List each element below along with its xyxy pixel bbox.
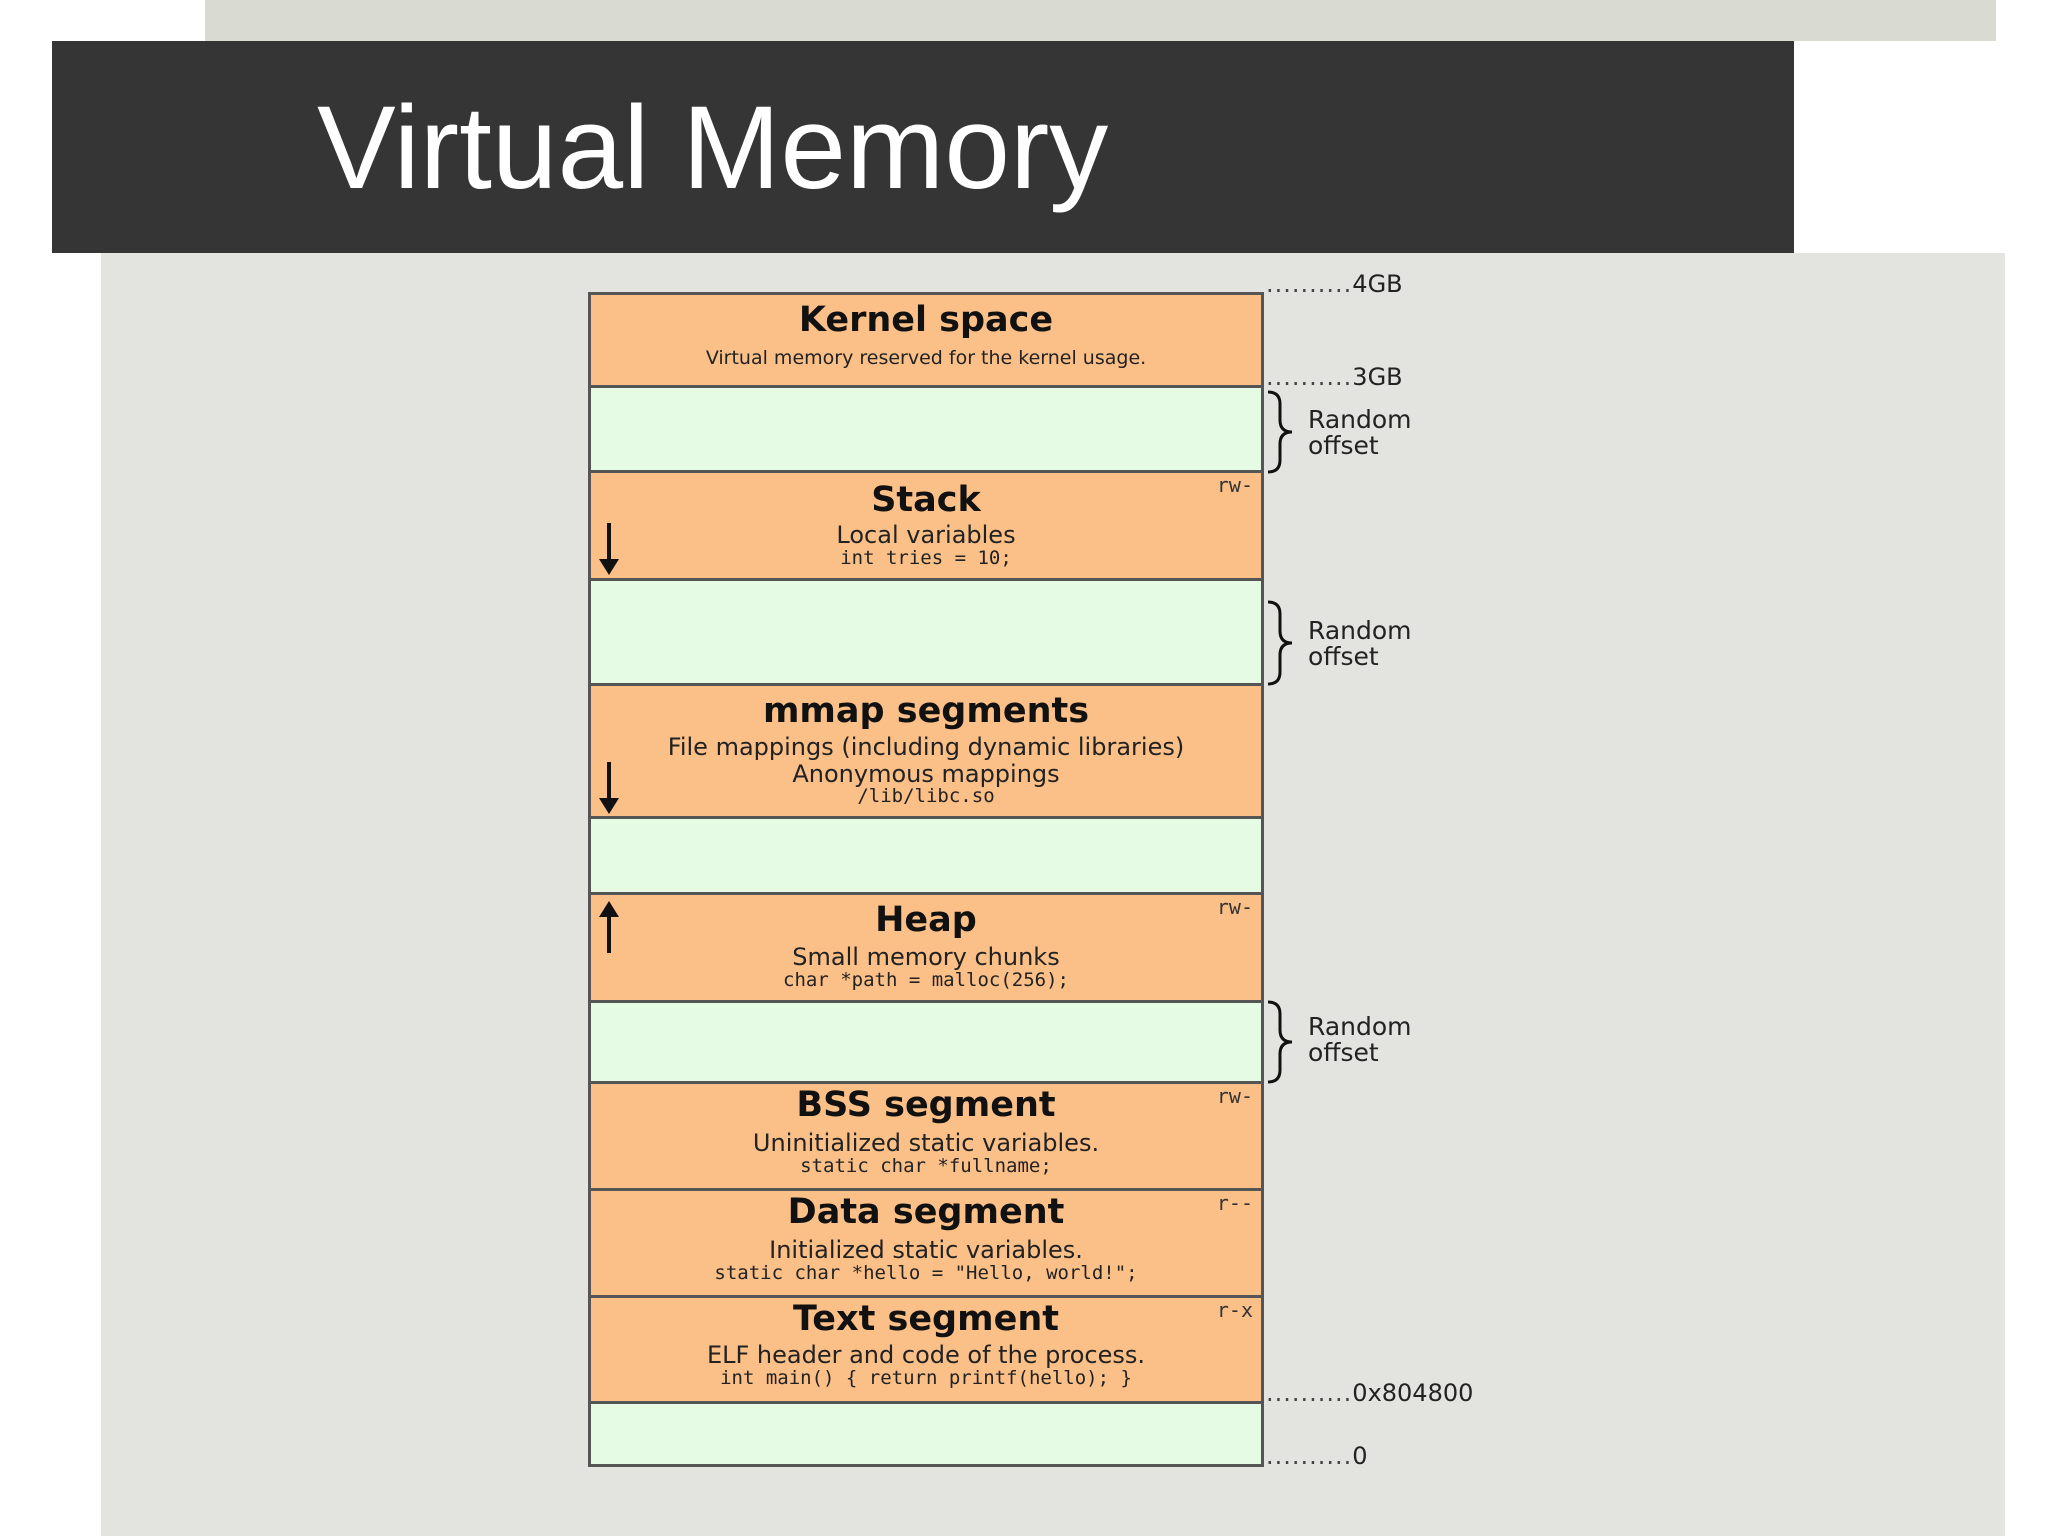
heap-title: Heap — [875, 900, 977, 940]
text-description: ELF header and code of the process. — [706, 1341, 1146, 1369]
data-code: static char *hello = "Hello, world!"; — [714, 1262, 1138, 1284]
random-offset-label-line2: offset — [1308, 1038, 1379, 1067]
unmapped-gap-4 — [588, 1000, 1264, 1084]
curly-brace-icon — [1267, 1000, 1293, 1084]
mmap-description: File mappings (including dynamic librari… — [667, 733, 1185, 761]
heap-growth-up-arrow-icon — [599, 901, 619, 953]
top-decor-strip — [205, 0, 1996, 41]
heap-description: Small memory chunks — [792, 943, 1060, 971]
curly-brace-icon — [1267, 390, 1293, 474]
stack-permissions: rw- — [1216, 473, 1253, 497]
heap-permissions: rw- — [1216, 895, 1253, 919]
stack-segment: rw- Stack Local variables int tries = 10… — [588, 470, 1264, 581]
mmap-growth-down-arrow-icon — [599, 762, 619, 814]
address-label-text-start: ..........0x804800 — [1266, 1381, 1473, 1405]
address-label-3gb: ..........3GB — [1266, 365, 1403, 389]
random-offset-label-line2: offset — [1308, 431, 1379, 460]
mmap-title: mmap segments — [762, 691, 1090, 731]
mmap-description-2: Anonymous mappings — [792, 760, 1060, 788]
leader-dots: .......... — [1266, 270, 1353, 298]
data-description: Initialized static variables. — [769, 1236, 1083, 1264]
heap-segment: rw- Heap Small memory chunks char *path … — [588, 892, 1264, 1003]
stack-code: int tries = 10; — [840, 547, 1012, 569]
text-segment: r-x Text segment ELF header and code of … — [588, 1295, 1264, 1404]
kernel-space-segment: Kernel space Virtual memory reserved for… — [588, 292, 1264, 388]
leader-dots: .......... — [1266, 1379, 1353, 1407]
random-offset-label-line1: Random — [1308, 405, 1412, 434]
bss-title: BSS segment — [796, 1085, 1056, 1125]
leader-dots: .......... — [1266, 363, 1353, 391]
text-permissions: r-x — [1216, 1298, 1253, 1322]
curly-brace-icon — [1267, 600, 1293, 686]
unmapped-gap-bottom — [588, 1401, 1264, 1467]
heap-code: char *path = malloc(256); — [783, 969, 1069, 991]
stack-growth-down-arrow-icon — [599, 523, 619, 575]
stack-title: Stack — [871, 480, 981, 520]
leader-dots: .......... — [1266, 1442, 1353, 1470]
slide-title: Virtual Memory — [317, 82, 1109, 214]
address-label-zero: ..........0 — [1266, 1444, 1368, 1468]
bss-code: static char *fullname; — [800, 1155, 1052, 1177]
mmap-code: /lib/libc.so — [857, 785, 995, 807]
random-offset-label-line1: Random — [1308, 616, 1412, 645]
unmapped-gap-3 — [588, 816, 1264, 895]
data-segment: r-- Data segment Initialized static vari… — [588, 1188, 1264, 1298]
address-value: 0x804800 — [1352, 1379, 1474, 1407]
address-label-4gb: ..........4GB — [1266, 272, 1403, 296]
kernel-space-description: Virtual memory reserved for the kernel u… — [705, 347, 1147, 369]
kernel-space-title: Kernel space — [798, 300, 1054, 340]
address-value: 4GB — [1352, 270, 1403, 298]
address-value: 3GB — [1352, 363, 1403, 391]
title-bar: Virtual Memory — [52, 41, 1794, 253]
bss-segment: rw- BSS segment Uninitialized static var… — [588, 1081, 1264, 1191]
bss-description: Uninitialized static variables. — [752, 1129, 1100, 1157]
mmap-segment: mmap segments File mappings (including d… — [588, 683, 1264, 819]
stack-description: Local variables — [836, 521, 1016, 549]
data-title: Data segment — [787, 1192, 1065, 1232]
bss-permissions: rw- — [1216, 1084, 1253, 1108]
text-code: int main() { return printf(hello); } — [720, 1367, 1132, 1389]
data-permissions: r-- — [1216, 1191, 1253, 1215]
unmapped-gap-2 — [588, 578, 1264, 686]
text-title: Text segment — [793, 1299, 1059, 1339]
random-offset-label-line2: offset — [1308, 642, 1379, 671]
random-offset-label-line1: Random — [1308, 1012, 1412, 1041]
unmapped-gap-1 — [588, 385, 1264, 473]
address-value: 0 — [1352, 1442, 1368, 1470]
